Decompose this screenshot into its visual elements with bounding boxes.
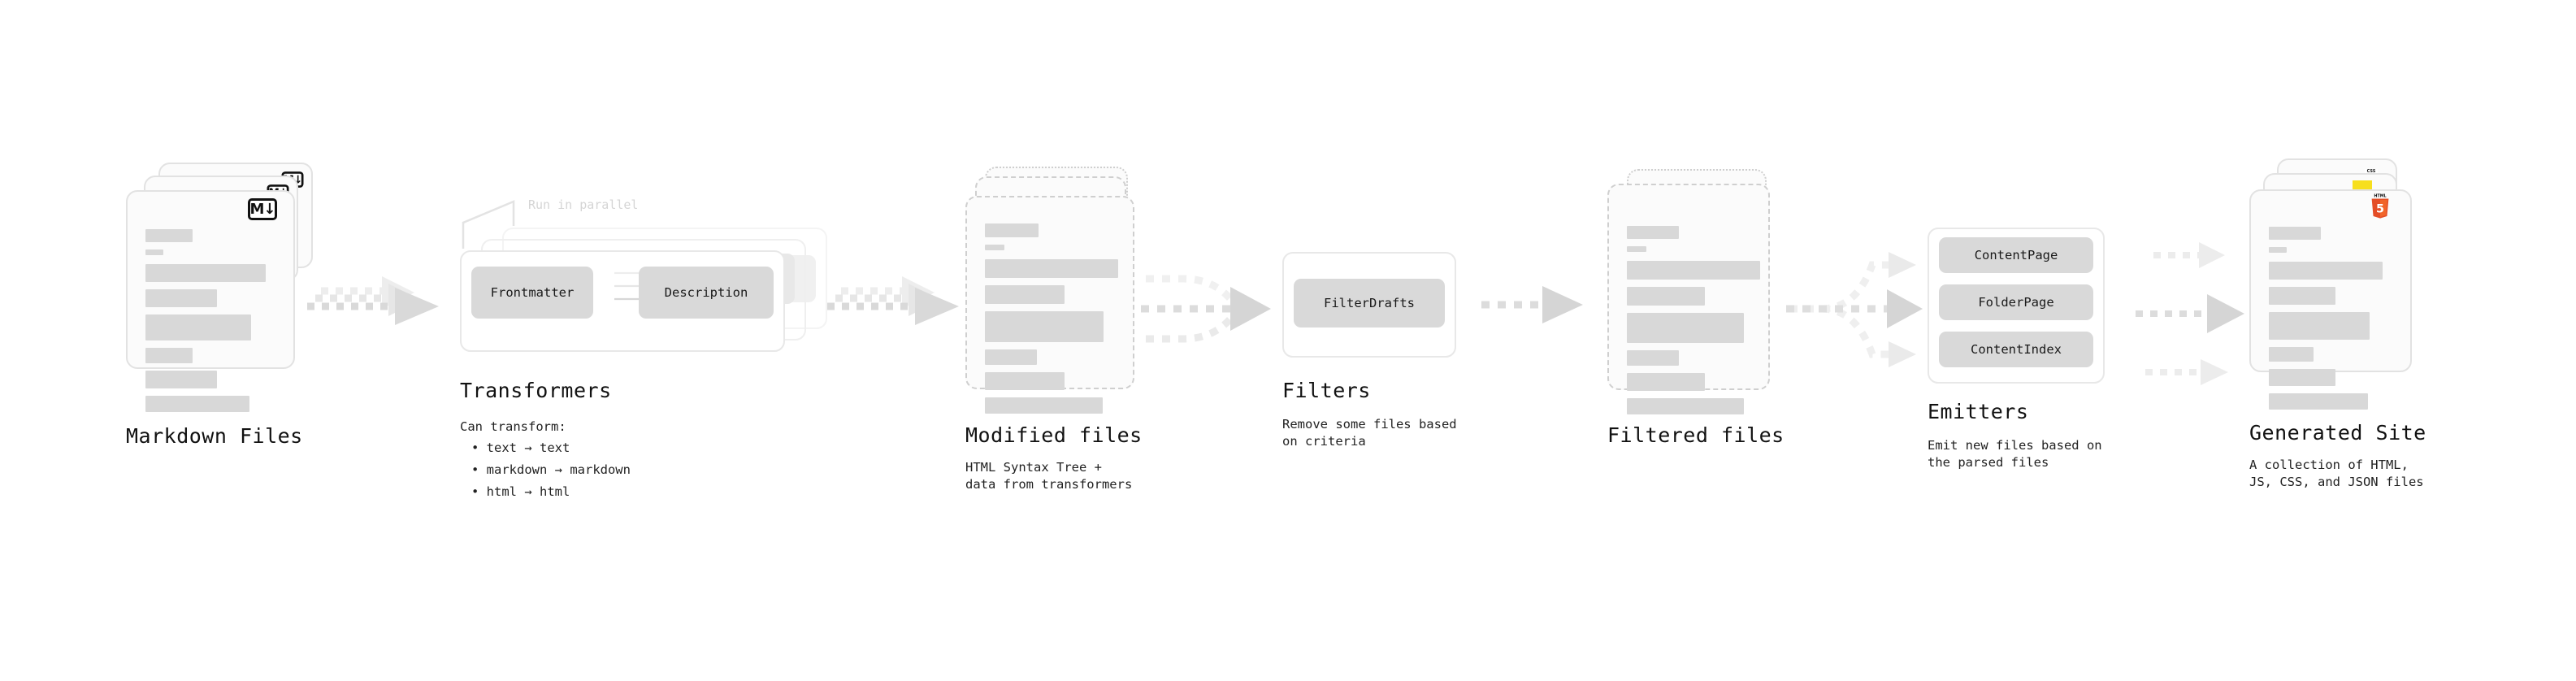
filters-title: Filters	[1282, 379, 1371, 402]
doc-line	[985, 223, 1039, 237]
bullet-item: • text → text	[471, 440, 570, 455]
doc-line	[985, 311, 1104, 342]
connector-filters-to-filtered	[1481, 286, 1583, 323]
connector-transformers-to-modified	[827, 276, 959, 325]
generated-card-front-html	[2249, 189, 2412, 410]
css-badge-label: CSS	[2366, 169, 2376, 174]
markdown-badge-front: M↓	[248, 198, 277, 220]
doc-line	[2269, 347, 2314, 362]
doc-line	[145, 249, 163, 255]
bullet-item: • markdown → markdown	[471, 462, 631, 477]
doc-line	[145, 396, 249, 412]
modified-card-lines	[985, 223, 1118, 421]
run-in-parallel-label: Run in parallel	[528, 197, 639, 212]
doc-line	[1627, 287, 1705, 306]
modified-files-title: Modified files	[965, 423, 1143, 447]
js-badge	[2353, 180, 2372, 192]
generated-site-subtitle: A collection of HTML, JS, CSS, and JSON …	[2249, 458, 2424, 489]
doc-line	[145, 229, 193, 242]
bullet-item: • html → html	[471, 484, 570, 499]
filtered-card-lines	[1627, 226, 1760, 422]
doc-line	[1627, 373, 1705, 391]
doc-line	[2269, 312, 2370, 340]
doc-line	[985, 397, 1103, 414]
doc-line	[2269, 227, 2321, 240]
doc-line	[2269, 287, 2335, 305]
doc-line	[1627, 313, 1744, 343]
run-in-parallel-bracket	[462, 200, 515, 249]
doc-line	[1627, 261, 1760, 280]
markdown-card-lines	[145, 229, 277, 419]
doc-line	[985, 285, 1065, 304]
filter-node-filterdrafts[interactable]: FilterDrafts	[1294, 279, 1445, 327]
doc-line	[2269, 393, 2368, 410]
doc-line	[985, 259, 1118, 278]
doc-line	[1627, 350, 1679, 366]
emitter-node-contentpage[interactable]: ContentPage	[1939, 237, 2093, 273]
connector-filtered-to-emitters	[1786, 252, 1923, 367]
connector-markdown-to-transformers	[307, 276, 439, 325]
doc-line	[1627, 226, 1679, 239]
doc-line	[985, 372, 1065, 390]
connector-modified-to-filters	[1141, 275, 1271, 343]
html5-badge: HTML 5	[2370, 193, 2391, 219]
transformers-title: Transformers	[460, 379, 612, 402]
transformers-bullets: • text → text • markdown → markdown • ht…	[471, 437, 631, 503]
markdown-files-title: Markdown Files	[126, 424, 303, 448]
emitter-node-folderpage[interactable]: FolderPage	[1939, 284, 2093, 320]
doc-line	[2269, 247, 2287, 253]
transformers-subtitle: Can transform:	[460, 419, 566, 434]
doc-line	[985, 349, 1037, 365]
modified-card-front	[965, 196, 1134, 414]
svg-text:5: 5	[2376, 202, 2384, 215]
connector-emitters-to-site	[2136, 242, 2244, 385]
doc-line	[1627, 398, 1744, 414]
filters-subtitle: Remove some files based on criteria	[1282, 417, 1457, 449]
generated-site-title: Generated Site	[2249, 421, 2426, 445]
filtered-files-title: Filtered files	[1607, 423, 1785, 447]
filtered-card-front	[1607, 184, 1770, 414]
doc-line	[145, 314, 251, 340]
emitters-subtitle: Emit new files based on the parsed files	[1928, 438, 2102, 470]
doc-line	[145, 371, 217, 388]
doc-line	[145, 348, 193, 363]
generated-card-lines	[2269, 227, 2394, 417]
doc-line	[1627, 246, 1646, 252]
transformer-node-description[interactable]: Description	[639, 267, 774, 319]
emitters-title: Emitters	[1928, 400, 2029, 423]
emitter-node-contentindex[interactable]: ContentIndex	[1939, 332, 2093, 367]
doc-line	[985, 245, 1004, 250]
doc-line	[145, 289, 217, 307]
svg-text:HTML: HTML	[2374, 194, 2386, 199]
modified-files-subtitle: HTML Syntax Tree + data from transformer…	[965, 460, 1133, 492]
doc-line	[2269, 369, 2335, 386]
transformer-node-frontmatter[interactable]: Frontmatter	[471, 267, 593, 319]
doc-line	[2269, 262, 2383, 280]
doc-line	[145, 264, 266, 282]
